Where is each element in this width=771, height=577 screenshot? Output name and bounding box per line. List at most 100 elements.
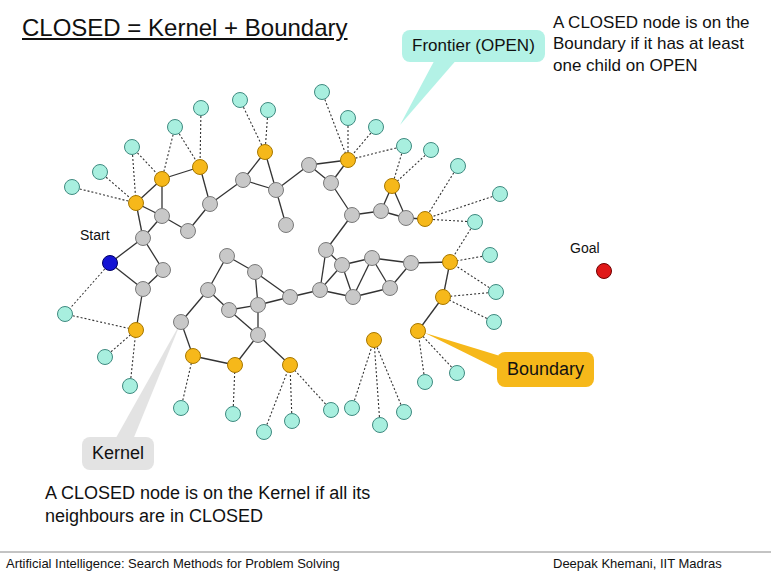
callout-bubble: Kernel	[82, 437, 154, 470]
open-link	[181, 356, 193, 408]
kernel-node	[404, 256, 419, 271]
frontier-node	[345, 401, 360, 416]
frontier-node	[373, 418, 388, 433]
rule-note: A CLOSED node is on the Boundary if it h…	[553, 12, 765, 76]
goal-node	[597, 264, 612, 279]
frontier-node	[58, 307, 73, 322]
open-link	[65, 263, 110, 314]
frontier-node	[324, 403, 339, 418]
footer-course: Artificial Intelligence: Search Methods …	[6, 556, 340, 572]
boundary-node	[193, 160, 208, 175]
kernel-node	[136, 231, 151, 246]
open-link	[290, 365, 292, 421]
open-link	[374, 340, 404, 412]
open-link	[425, 194, 500, 219]
kernel-node	[201, 283, 216, 298]
frontier-node	[168, 120, 183, 135]
kernel-node	[156, 263, 171, 278]
frontier-node	[493, 187, 508, 202]
boundary-node	[155, 172, 170, 187]
frontier-node	[194, 101, 209, 116]
goal-label: Goal	[570, 240, 600, 258]
open-link	[132, 147, 136, 203]
kernel-node	[203, 197, 218, 212]
frontier-node	[125, 140, 140, 155]
open-link	[290, 365, 331, 410]
open-link	[443, 297, 494, 322]
boundary-node	[411, 324, 426, 339]
kernel-node	[313, 283, 328, 298]
boundary-node	[367, 333, 382, 348]
slide-title: CLOSED = Kernel + Boundary	[22, 14, 348, 42]
callout-text: Boundary	[507, 359, 584, 380]
open-link	[374, 340, 380, 425]
frontier-node	[233, 93, 248, 108]
footer-author: Deepak Khemani, IIT Madras	[553, 556, 722, 572]
boundary-node	[258, 145, 273, 160]
boundary-node	[283, 358, 298, 373]
boundary-node	[129, 323, 144, 338]
boundary-node	[385, 179, 400, 194]
start-node	[103, 256, 118, 271]
boundary-node	[186, 349, 201, 364]
frontier-node	[468, 215, 483, 230]
kernel-node	[302, 158, 317, 173]
frontier-node	[285, 414, 300, 429]
kernel-node	[251, 328, 266, 343]
boundary-node	[341, 153, 356, 168]
frontier-node	[65, 180, 80, 195]
open-link	[162, 127, 175, 179]
kernel-node	[345, 208, 360, 223]
kernel-node	[251, 298, 266, 313]
frontier-node	[315, 85, 330, 100]
kernel-node	[136, 282, 151, 297]
boundary-node	[418, 212, 433, 227]
frontier-node	[489, 285, 504, 300]
open-link	[130, 330, 136, 386]
rule-note: A CLOSED node is on the Kernel if all it…	[45, 482, 375, 527]
kernel-node	[181, 224, 196, 239]
kernel-node	[279, 218, 294, 233]
kernel-node	[319, 243, 334, 258]
frontier-node	[369, 120, 384, 135]
kernel-node	[220, 249, 235, 264]
frontier-node	[397, 139, 412, 154]
frontier-node	[424, 143, 439, 158]
boundary-node	[228, 358, 243, 373]
callout-bubble: Frontier (OPEN)	[402, 30, 545, 62]
frontier-node	[123, 379, 138, 394]
kernel-node	[155, 209, 170, 224]
kernel-node	[174, 315, 189, 330]
kernel-node	[365, 251, 380, 266]
frontier-node	[226, 407, 241, 422]
kernel-node	[383, 281, 398, 296]
callout-pointer	[108, 322, 181, 452]
kernel-node	[236, 173, 251, 188]
frontier-node	[257, 425, 272, 440]
frontier-node	[483, 248, 498, 263]
graph	[58, 85, 612, 440]
callout-text: Frontier (OPEN)	[412, 36, 535, 56]
open-link	[348, 146, 404, 160]
boundary-node	[443, 255, 458, 270]
kernel-node	[269, 183, 284, 198]
open-link	[322, 92, 348, 160]
kernel-node	[346, 290, 361, 305]
frontier-node	[451, 159, 466, 174]
frontier-node	[341, 111, 356, 126]
open-link	[425, 166, 458, 219]
frontier-node	[93, 165, 108, 180]
frontier-node	[450, 366, 465, 381]
frontier-node	[487, 315, 502, 330]
open-link	[200, 108, 201, 167]
open-link	[72, 187, 136, 203]
open-link	[352, 340, 374, 408]
kernel-node	[374, 204, 389, 219]
open-link	[65, 314, 136, 330]
boundary-node	[129, 196, 144, 211]
footer-rule	[0, 552, 771, 553]
kernel-node	[283, 290, 298, 305]
open-link	[450, 262, 496, 292]
kernel-node	[248, 265, 263, 280]
kernel-node	[335, 258, 350, 273]
